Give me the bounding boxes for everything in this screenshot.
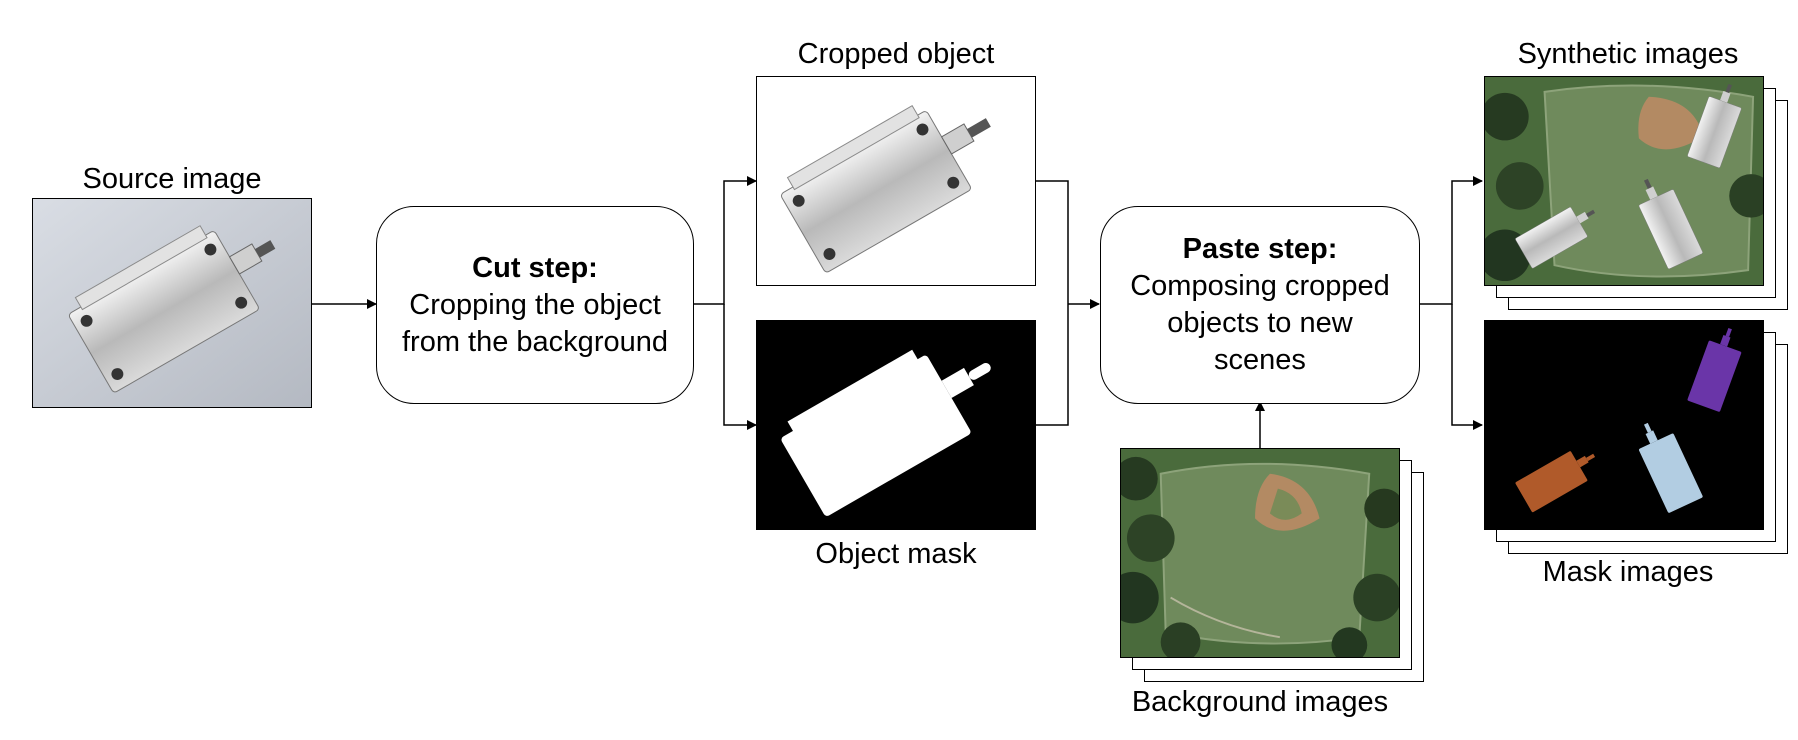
mask-image xyxy=(1484,320,1764,530)
cut-step-line-1: Cropping the object xyxy=(409,288,661,321)
source-image xyxy=(32,198,312,408)
object-mask-label: Object mask xyxy=(815,538,977,570)
cut-step-title: Cut step: xyxy=(472,251,598,284)
paste-step-line-2: objects to new xyxy=(1167,307,1353,339)
arrow-paste-to-synthetic xyxy=(1418,176,1483,305)
arrow-paste-to-mask-images xyxy=(1451,304,1483,430)
paste-step-title: Paste step: xyxy=(1182,233,1338,265)
object-mask-image xyxy=(756,320,1036,530)
cropped-object-label: Cropped object xyxy=(797,38,995,70)
source-image-label: Source image xyxy=(82,163,262,195)
cut-step-line-2: from the background xyxy=(402,325,668,358)
background-images-label: Background images xyxy=(1131,686,1389,718)
synthetic-image xyxy=(1484,76,1764,286)
synthetic-images-label: Synthetic images xyxy=(1517,38,1739,70)
paste-step-line-1: Composing cropped xyxy=(1130,270,1390,302)
paste-step-line-3: scenes xyxy=(1214,344,1306,376)
paste-step-box: Paste step: Composing cropped objects to… xyxy=(1100,206,1420,404)
arrow-cropped-to-paste xyxy=(1036,180,1069,304)
arrow-cut-to-cropped xyxy=(692,176,757,305)
cut-step-box: Cut step: Cropping the object from the b… xyxy=(376,206,694,404)
arrow-cut-to-mask xyxy=(723,304,757,430)
arrow-mask-to-paste xyxy=(1036,304,1069,426)
background-image xyxy=(1120,448,1400,658)
cropped-object-image xyxy=(756,76,1036,286)
mask-images-label: Mask images xyxy=(1542,556,1714,588)
